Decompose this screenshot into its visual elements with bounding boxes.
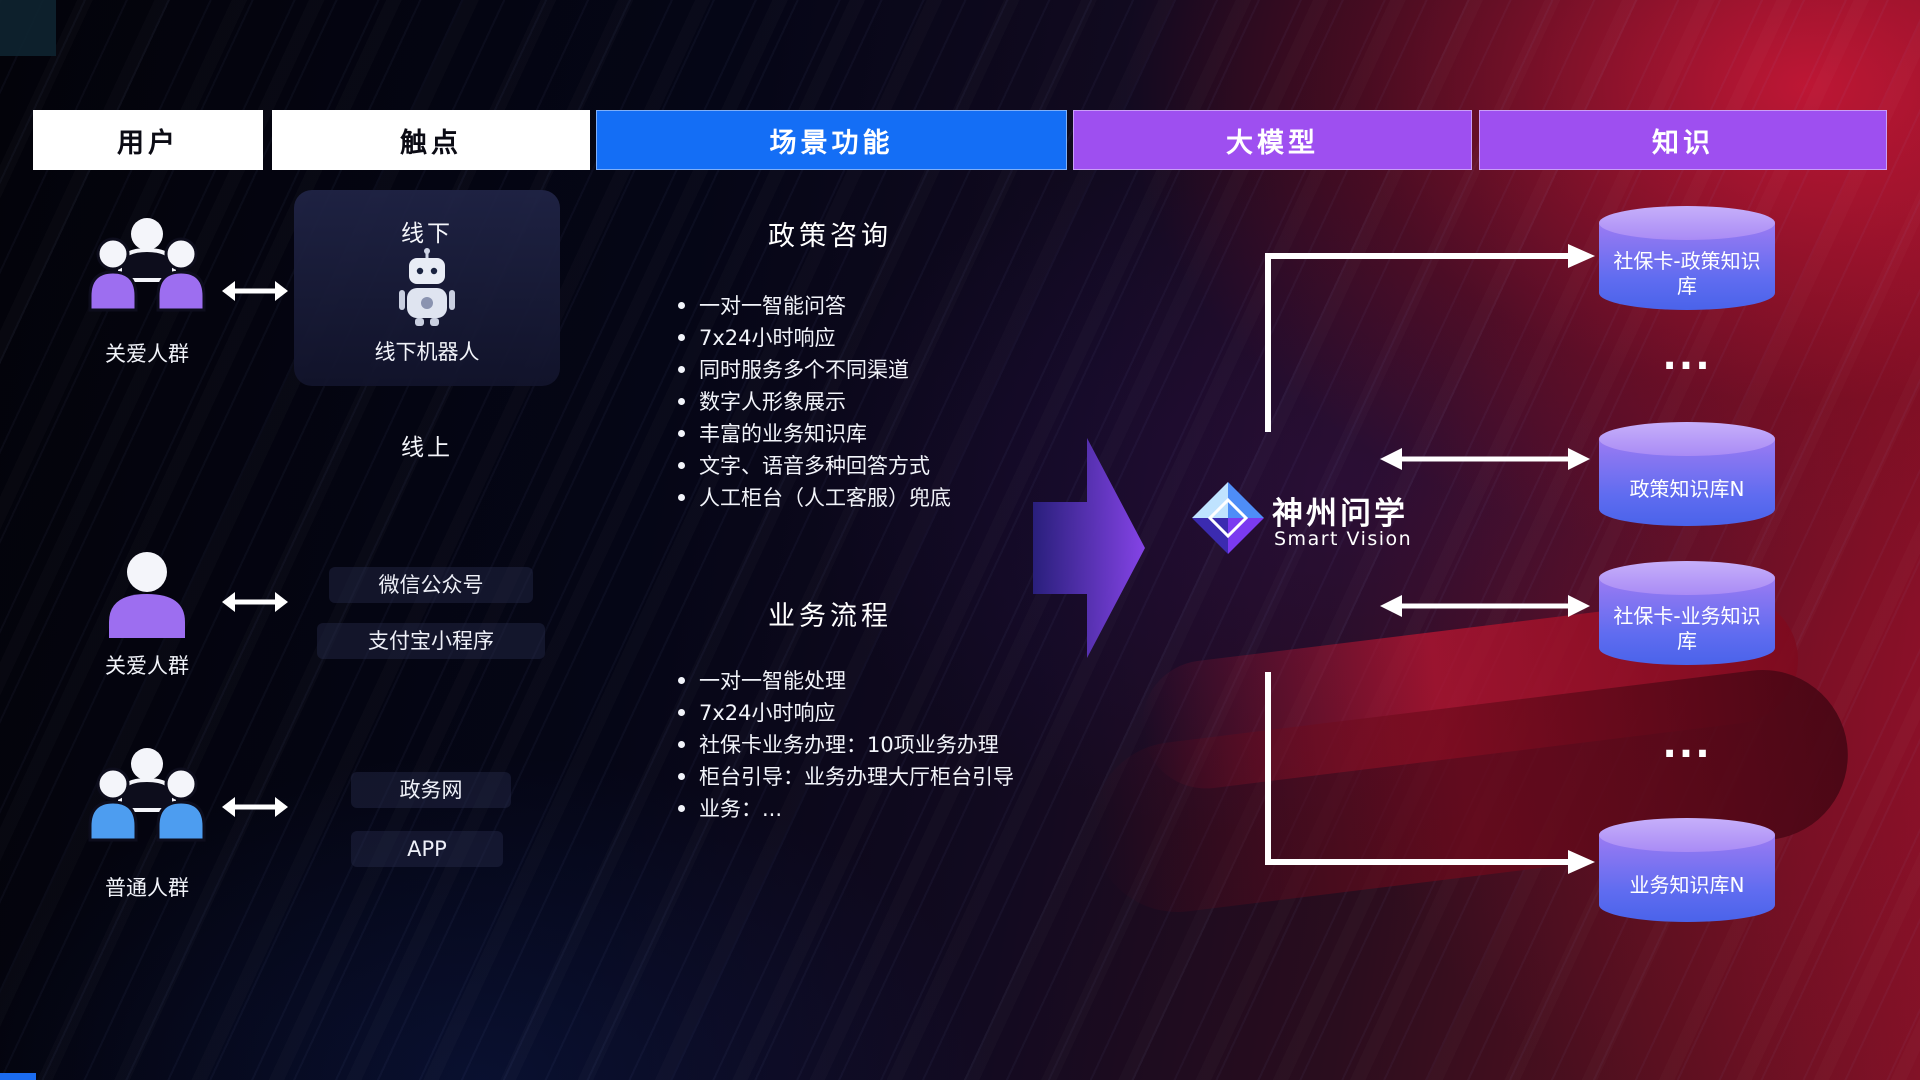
cylinder-top-icon (1599, 206, 1775, 240)
channel-gov: 政务网 (351, 772, 511, 808)
scenario-item-text: 丰富的业务知识库 (699, 422, 867, 446)
scenario-item: 业务：... (678, 792, 1014, 824)
offline-title: 线下 (401, 221, 453, 247)
elbow-arrow-to-business-kb-n (1265, 672, 1595, 874)
smart-vision-logo-icon (1192, 482, 1264, 554)
channel-app: APP (351, 831, 503, 867)
elbow-arrow-to-policy-kb (1265, 244, 1595, 432)
scenario-item: 一对一智能问答 (678, 289, 951, 321)
scenario-item-text: 7x24小时响应 (699, 326, 836, 350)
double-arrow-business-kb (1380, 595, 1590, 617)
user-group-label: 关爱人群 (105, 342, 189, 366)
user-group-label: 普通人群 (105, 876, 189, 900)
double-arrow-icon (222, 281, 288, 301)
header-label: 知识 (1652, 127, 1714, 159)
big-flow-arrow (1033, 438, 1145, 658)
bullet-icon (678, 676, 685, 684)
scenario-item-text: 同时服务多个不同渠道 (699, 358, 909, 382)
knowledge-db-label: 政策知识库N (1629, 477, 1745, 501)
scenario-item-text: 一对一智能问答 (699, 294, 846, 318)
header-knowledge: 知识 (1479, 110, 1887, 170)
header-scenario-functions: 场景功能 (596, 110, 1067, 170)
knowledge-db-label: 社保卡-业务知识库 (1613, 603, 1761, 653)
header-label: 用户 (117, 127, 179, 159)
scenario-item: 7x24小时响应 (678, 321, 951, 353)
scenario-item: 同时服务多个不同渠道 (678, 353, 951, 385)
care-group-icon (88, 218, 206, 312)
scenario-item: 7x24小时响应 (678, 696, 1014, 728)
online-title: 线上 (401, 435, 453, 461)
ellipsis-text: ... (1662, 334, 1712, 378)
bullet-icon (678, 493, 685, 501)
model-name: 神州问学 (1272, 496, 1408, 532)
bullet-icon (678, 301, 685, 309)
knowledge-db-label: 业务知识库N (1629, 873, 1745, 897)
scenario-item: 丰富的业务知识库 (678, 417, 951, 449)
double-arrow-icon (222, 592, 288, 612)
scenario-item-text: 社保卡业务办理：10项业务办理 (699, 733, 999, 757)
channel-alipay: 支付宝小程序 (317, 623, 545, 659)
cylinder-top-icon (1599, 561, 1775, 595)
scenario-item: 社保卡业务办理：10项业务办理 (678, 728, 1014, 760)
scenario-list-business: 一对一智能处理 7x24小时响应 社保卡业务办理：10项业务办理 柜台引导：业务… (678, 664, 1014, 824)
scenario-list-policy: 一对一智能问答 7x24小时响应 同时服务多个不同渠道 数字人形象展示 丰富的业… (678, 289, 951, 513)
scenario-title-business: 业务流程 (768, 601, 892, 632)
header-large-model: 大模型 (1073, 110, 1472, 170)
scenario-item-text: 文字、语音多种回答方式 (699, 454, 930, 478)
bullet-icon (678, 708, 685, 716)
bottom-blue-strip (0, 1073, 36, 1080)
knowledge-db-cylinder: 社保卡-业务知识库 (1599, 561, 1775, 665)
scenario-item-text: 柜台引导：业务办理大厅柜台引导 (699, 765, 1014, 789)
scenario-item-text: 数字人形象展示 (699, 390, 846, 414)
bullet-icon (678, 333, 685, 341)
double-arrow-icon (222, 797, 288, 817)
scenario-item: 柜台引导：业务办理大厅柜台引导 (678, 760, 1014, 792)
scenario-item: 人工柜台（人工客服）兜底 (678, 481, 951, 513)
knowledge-db-cylinder: 业务知识库N (1599, 818, 1775, 922)
double-arrow-policy-kb-n (1380, 448, 1590, 470)
scenario-item-text: 一对一智能处理 (699, 669, 846, 693)
user-group-label: 关爱人群 (105, 654, 189, 678)
person-icon (109, 552, 185, 638)
knowledge-db-cylinder: 社保卡-政策知识库 (1599, 206, 1775, 310)
bullet-icon (678, 772, 685, 780)
cylinder-top-icon (1599, 422, 1775, 456)
scenario-item: 文字、语音多种回答方式 (678, 449, 951, 481)
bullet-icon (678, 804, 685, 812)
bullet-icon (678, 397, 685, 405)
bullet-icon (678, 740, 685, 748)
header-label: 场景功能 (769, 127, 894, 159)
scenario-item-text: 业务：... (699, 797, 783, 821)
bullet-icon (678, 429, 685, 437)
ellipsis-text: ... (1662, 722, 1712, 766)
header-label: 大模型 (1226, 127, 1319, 159)
header-users: 用户 (33, 110, 263, 170)
bullet-icon (678, 365, 685, 373)
knowledge-db-cylinder: 政策知识库N (1599, 422, 1775, 526)
scenario-item: 数字人形象展示 (678, 385, 951, 417)
channel-wechat: 微信公众号 (329, 567, 533, 603)
offline-robot-label: 线下机器人 (374, 340, 480, 364)
cylinder-top-icon (1599, 818, 1775, 852)
header-label: 触点 (400, 127, 462, 159)
header-touchpoints: 触点 (272, 110, 590, 170)
corner-decoration (0, 0, 56, 56)
model-subtitle: Smart Vision (1274, 528, 1413, 550)
general-group-icon (88, 748, 206, 842)
scenario-item-text: 人工柜台（人工客服）兜底 (699, 486, 951, 510)
robot-icon (399, 248, 455, 326)
knowledge-db-label: 社保卡-政策知识库 (1613, 248, 1761, 298)
scenario-item: 一对一智能处理 (678, 664, 1014, 696)
scenario-item-text: 7x24小时响应 (699, 701, 836, 725)
bullet-icon (678, 461, 685, 469)
scenario-title-policy: 政策咨询 (768, 221, 892, 252)
